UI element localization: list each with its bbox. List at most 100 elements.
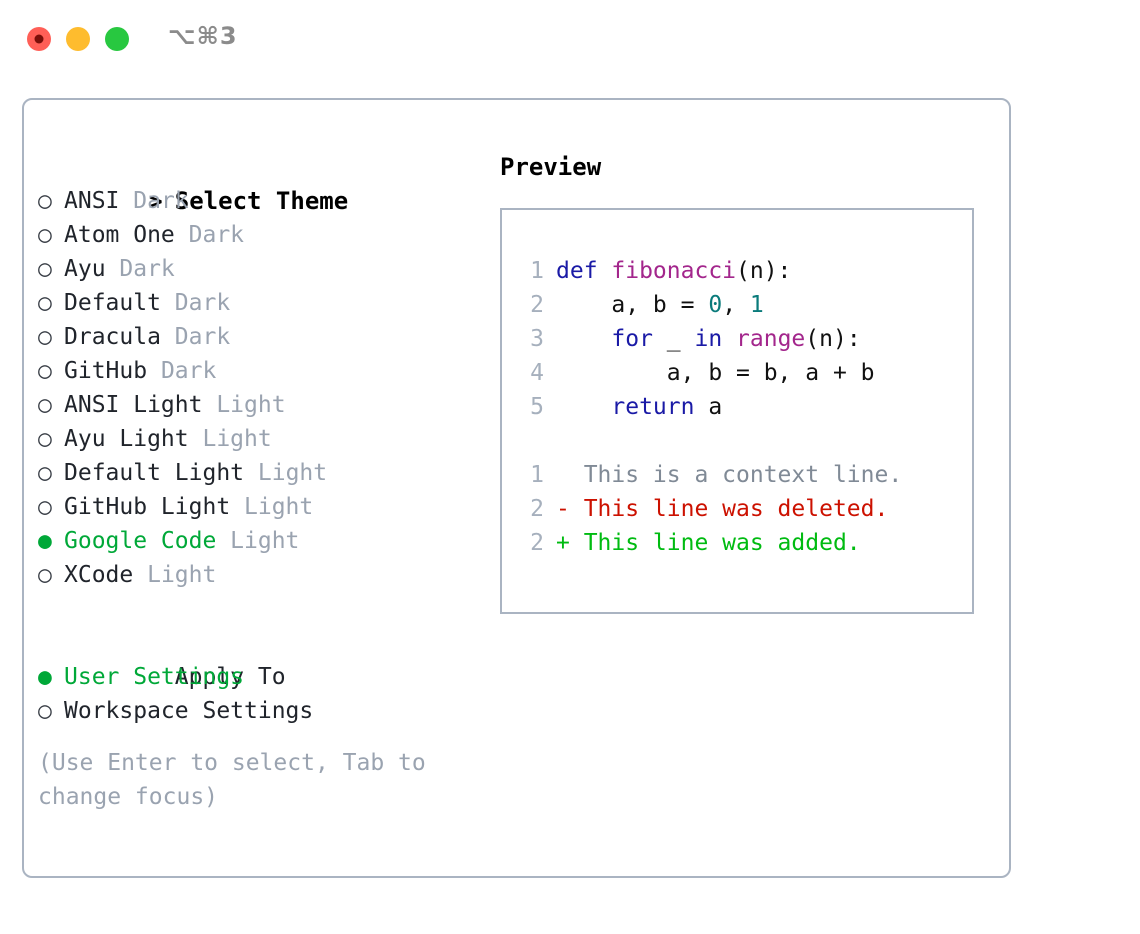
theme-list-item[interactable]: ○ ANSI Dark — [38, 184, 488, 218]
theme-list-item[interactable]: ○ Ayu Light Light — [38, 422, 488, 456]
apply-to-option[interactable]: ○ Workspace Settings — [38, 694, 488, 728]
theme-kind-badge: Dark — [133, 188, 189, 214]
code-text: for _ in range(n): — [556, 322, 861, 356]
diff-line: 2 - This line was deleted. — [514, 492, 966, 526]
theme-list-item[interactable]: ○GitHub Dark — [38, 354, 488, 388]
apply-to-heading-row: ○Apply To — [38, 626, 488, 690]
theme-name: GitHub Light — [64, 494, 245, 520]
theme-list-item[interactable]: ○ Atom One Dark — [38, 218, 488, 252]
theme-name: Ayu — [64, 256, 120, 282]
theme-kind-badge: Light — [202, 426, 272, 452]
theme-kind-badge: Dark — [188, 222, 245, 248]
theme-kind-badge: Light — [257, 460, 328, 486]
theme-kind-badge: Dark — [160, 358, 217, 384]
code-token: def — [556, 258, 612, 284]
radio-unselected-icon[interactable]: ○ — [38, 426, 52, 452]
theme-name: Google Code — [64, 528, 231, 554]
code-token: range — [736, 326, 806, 352]
list-spacer — [38, 592, 488, 626]
theme-kind-badge: Light — [244, 494, 314, 520]
radio-unselected-icon[interactable]: ○ — [38, 358, 52, 384]
prompt-icon: > — [148, 189, 163, 215]
radio-unselected-icon[interactable]: ○ — [38, 562, 52, 588]
radio-unselected-icon[interactable]: ○ — [38, 494, 52, 520]
radio-unselected-icon[interactable]: ○ — [38, 392, 52, 418]
code-token: - This line was deleted. — [556, 496, 889, 522]
apply-to-label: Apply To — [174, 664, 286, 690]
apply-to-option[interactable]: ●User Settings — [38, 660, 488, 694]
theme-picker-title-row: >Select Theme — [38, 150, 488, 215]
theme-kind-badge: Dark — [119, 256, 175, 282]
code-text: - This line was deleted. — [556, 492, 888, 526]
radio-unselected-icon[interactable]: ○ — [38, 698, 52, 724]
close-icon — [34, 34, 44, 44]
code-diff-gap — [514, 424, 966, 458]
line-number: 1 — [530, 258, 544, 284]
radio-unselected-icon[interactable]: ○ — [38, 222, 52, 248]
code-token: 0 — [708, 292, 723, 318]
theme-name: Ayu Light — [64, 426, 203, 452]
diff-sample: 1 This is a context line. 2 - This line wa… — [514, 458, 966, 560]
theme-list-item[interactable]: ○ Default Light Light — [38, 456, 488, 490]
radio-unselected-icon[interactable]: ○ — [38, 188, 52, 214]
code-text: return a — [556, 390, 722, 424]
code-token: fibonacci — [611, 258, 737, 284]
radio-unselected-icon[interactable]: ○ — [38, 290, 52, 316]
code-token: , — [722, 292, 750, 318]
code-text: a, b = b, a + b — [556, 356, 875, 390]
code-text: This is a context line. — [556, 458, 903, 492]
preview-title: Preview — [500, 153, 602, 181]
theme-list-item[interactable]: ○ANSI Light Light — [38, 388, 488, 422]
theme-name: ANSI — [64, 188, 134, 214]
theme-selector-panel: >Select Theme ○ANSI Dark○Atom One Dark○A… — [22, 98, 1011, 878]
theme-picker-column: >Select Theme ○ANSI Dark○Atom One Dark○A… — [38, 150, 488, 814]
code-token: + This line was added. — [556, 530, 861, 556]
apply-to-option-label: Workspace Settings — [64, 698, 314, 724]
radio-unselected-icon[interactable]: ○ — [38, 256, 52, 282]
radio-unselected-icon[interactable]: ○ — [38, 460, 52, 486]
theme-kind-badge: Dark — [174, 290, 231, 316]
line-number: 3 — [530, 326, 544, 352]
close-button[interactable] — [27, 27, 51, 51]
theme-name: Default Light — [64, 460, 258, 486]
theme-list-item[interactable]: ○Dracula Dark — [38, 320, 488, 354]
theme-list-item[interactable]: ○ GitHub Light Light — [38, 490, 488, 524]
code-line: 4 a, b = b, a + b — [514, 356, 966, 390]
apply-to-options: ●User Settings ○ Workspace Settings — [38, 660, 488, 728]
line-number: 4 — [530, 360, 544, 386]
diff-line: 1 This is a context line. — [514, 458, 966, 492]
code-token: (n): — [805, 326, 861, 352]
theme-kind-badge: Light — [147, 562, 217, 588]
code-token: This is a context line. — [556, 462, 903, 488]
theme-name: Atom One — [64, 222, 189, 248]
radio-selected-icon[interactable]: ● — [38, 664, 52, 690]
radio-unselected-icon[interactable]: ○ — [38, 324, 52, 350]
line-number: 2 — [530, 292, 544, 318]
code-text: + This line was added. — [556, 526, 861, 560]
title-bar: ⌥⌘3 — [0, 0, 1140, 78]
theme-list-item[interactable]: ○ Default Dark — [38, 286, 488, 320]
theme-name: Default — [64, 290, 175, 316]
code-line: 3 for _ in range(n): — [514, 322, 966, 356]
theme-name: ANSI Light — [64, 392, 217, 418]
line-number: 2 — [530, 496, 544, 522]
line-number: 1 — [530, 462, 544, 488]
theme-list-item[interactable]: ●Google Code Light — [38, 524, 488, 558]
line-number: 5 — [530, 394, 544, 420]
theme-list-item[interactable]: ○ XCode Light — [38, 558, 488, 592]
code-token: in — [694, 326, 723, 352]
theme-list-item[interactable]: ○ Ayu Dark — [38, 252, 488, 286]
theme-name: XCode — [64, 562, 148, 588]
radio-selected-icon[interactable]: ● — [38, 528, 52, 554]
minimize-button[interactable] — [66, 27, 90, 51]
line-number: 2 — [530, 530, 544, 556]
theme-kind-badge: Dark — [174, 324, 231, 350]
code-line: 5 return a — [514, 390, 966, 424]
zoom-button[interactable] — [105, 27, 129, 51]
code-text: def fibonacci(n): — [556, 254, 791, 288]
keyboard-shortcut-label: ⌥⌘3 — [168, 22, 238, 50]
code-token: (n): — [736, 258, 792, 284]
